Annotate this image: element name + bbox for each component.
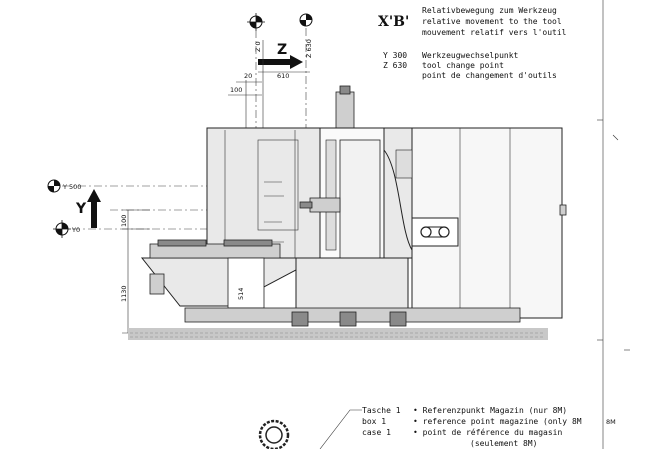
leader-line: [319, 409, 362, 449]
table-top: [149, 243, 281, 259]
footer-tasche: Tasche 1: [362, 406, 401, 415]
reference-point-icon: [299, 13, 313, 27]
header-line-fr: mouvement relatif vers l'outil: [422, 28, 567, 37]
reference-point-icon: [247, 13, 265, 31]
spindle-nose: [309, 197, 341, 213]
cabinet-handle: [559, 204, 567, 216]
tool-path: [264, 181, 284, 243]
reference-point-icon: [47, 179, 61, 193]
footer-case: case 1: [362, 428, 391, 437]
leveling-foot: [291, 311, 309, 327]
axis-z0-label: Z 0: [254, 41, 262, 52]
spindle-head: [339, 139, 381, 259]
magazine-wheel: [420, 226, 432, 238]
axis-y500-label: Y 500: [62, 183, 81, 191]
footer-side-note: 8M: [606, 418, 616, 426]
footer-en: • reference point magazine (only 8M: [413, 417, 582, 426]
magazine-window: [411, 217, 459, 247]
dim-100-side: 100: [120, 215, 128, 227]
pallet: [223, 239, 273, 247]
work-table: [140, 257, 297, 307]
header-code: X'B': [378, 14, 409, 30]
header-line-de: Relativbewegung zum Werkzeug: [422, 6, 557, 15]
reference-point-icon: [53, 220, 71, 238]
tool-change-z-text1: tool change point: [422, 61, 504, 70]
axis-z630-label: Z 630: [305, 39, 313, 58]
footer-de: • Referenzpunkt Magazin (nur 8M): [413, 406, 567, 415]
tool-change-y-text: Werkzeugwechselpunkt: [422, 51, 519, 60]
tool-change-y: Y 300: [383, 51, 407, 60]
leveling-foot: [339, 311, 357, 327]
pallet: [157, 239, 207, 247]
dim-1130: 1130: [120, 285, 128, 302]
machine-bed: [295, 257, 409, 313]
base-block: [227, 257, 265, 309]
leveling-foot: [389, 311, 407, 327]
column-hatch: [325, 139, 337, 251]
page-margin-tick: [612, 134, 619, 141]
arrow-up-icon: [87, 189, 101, 228]
arrow-right-icon: [258, 55, 303, 69]
vent: [395, 149, 413, 179]
y-axis-label: Y: [75, 201, 87, 217]
tool-change-z: Z 630: [383, 61, 407, 70]
z-axis-label: Z: [277, 42, 287, 58]
dim-610: 610: [277, 72, 289, 80]
base-label: 514: [237, 288, 245, 300]
table-motor: [149, 273, 165, 295]
dim-100-top: 100: [230, 86, 242, 94]
guard-door: [257, 139, 299, 231]
spindle-motor-cap: [339, 85, 351, 95]
magazine-detail-icon: [258, 419, 290, 449]
chip-curve: [383, 149, 413, 251]
magazine-wheel: [438, 226, 450, 238]
header-line-en: relative movement to the tool: [422, 17, 562, 26]
ground: [128, 328, 548, 340]
tool-holder: [299, 201, 313, 209]
spindle-motor: [335, 91, 355, 129]
ground-texture: [130, 332, 545, 338]
footer-fr-cut: (seulement 8M): [470, 439, 537, 448]
dim-20: 20: [244, 72, 252, 80]
footer-fr: • point de référence du magasin: [413, 427, 562, 437]
axis-y0-label: Y0: [71, 226, 80, 234]
tool-change-z-text2: point de changement d'outils: [422, 71, 557, 80]
footer-box: box 1: [362, 417, 386, 426]
